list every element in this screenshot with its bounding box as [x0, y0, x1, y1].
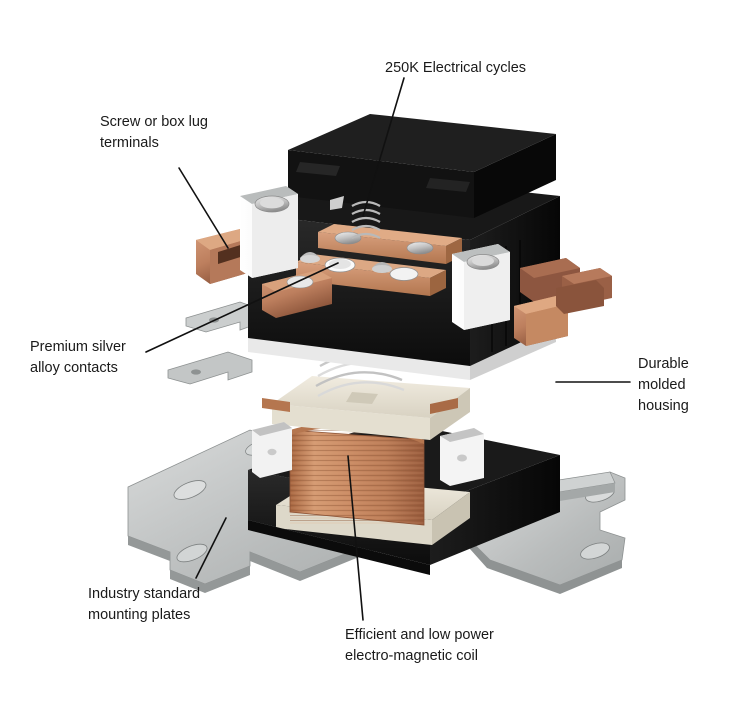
- callout-line: Premium silver: [30, 339, 126, 355]
- callout-line: mounting plates: [88, 607, 190, 623]
- callout-label-premium-silver-alloy-contacts: Premium silver alloy contacts: [30, 339, 130, 376]
- electro-magnetic-coil-assembly: [262, 343, 470, 545]
- quick-connect-tabs: [167, 301, 263, 385]
- callout-line: 250K Electrical cycles: [385, 60, 526, 76]
- leader-screw-box-lug-terminals: [178, 167, 229, 249]
- callout-line: Industry standard: [88, 586, 200, 602]
- callout-line: Screw or box lug: [100, 114, 208, 130]
- callout-line: Durable: [638, 356, 689, 372]
- leader-premium-silver-alloy-contacts: [145, 262, 339, 353]
- terminal-lug-right-cluster: [514, 258, 612, 346]
- terminal-lug-right-upper: [452, 244, 510, 330]
- leader-efficient-low-power-coil: [347, 455, 364, 621]
- lower-side-blocks: [252, 422, 484, 486]
- callout-label-efficient-low-power-coil: Efficient and low power electro-magnetic…: [345, 627, 498, 664]
- callout-label-electrical-cycles: 250K Electrical cycles: [385, 60, 526, 76]
- contact-return-spring: [351, 200, 381, 239]
- leader-industry-standard-mounting-plates: [195, 517, 227, 579]
- silver-alloy-contact: [389, 267, 419, 281]
- contact-bus-bars: [296, 196, 462, 296]
- terminal-lug-left-upper: [196, 186, 298, 284]
- callout-line: alloy contacts: [30, 360, 118, 376]
- callout-line: housing: [638, 398, 689, 414]
- leader-electrical-cycles: [362, 77, 405, 217]
- callout-line: molded: [638, 377, 686, 393]
- callout-label-screw-box-lug-terminals: Screw or box lug terminals: [100, 114, 212, 151]
- callout-line: terminals: [100, 135, 159, 151]
- silver-alloy-contact: [324, 257, 356, 273]
- callout-leaders: [145, 77, 631, 621]
- callout-line: Efficient and low power: [345, 627, 494, 643]
- callout-label-industry-standard-mounting-plates: Industry standard mounting plates: [88, 586, 204, 623]
- callout-labels: 250K Electrical cycles Screw or box lug …: [30, 60, 693, 664]
- terminal-lug-left-lower: [262, 270, 332, 318]
- callout-line: electro-magnetic coil: [345, 648, 478, 664]
- callout-label-durable-molded-housing: Durable molded housing: [638, 356, 693, 414]
